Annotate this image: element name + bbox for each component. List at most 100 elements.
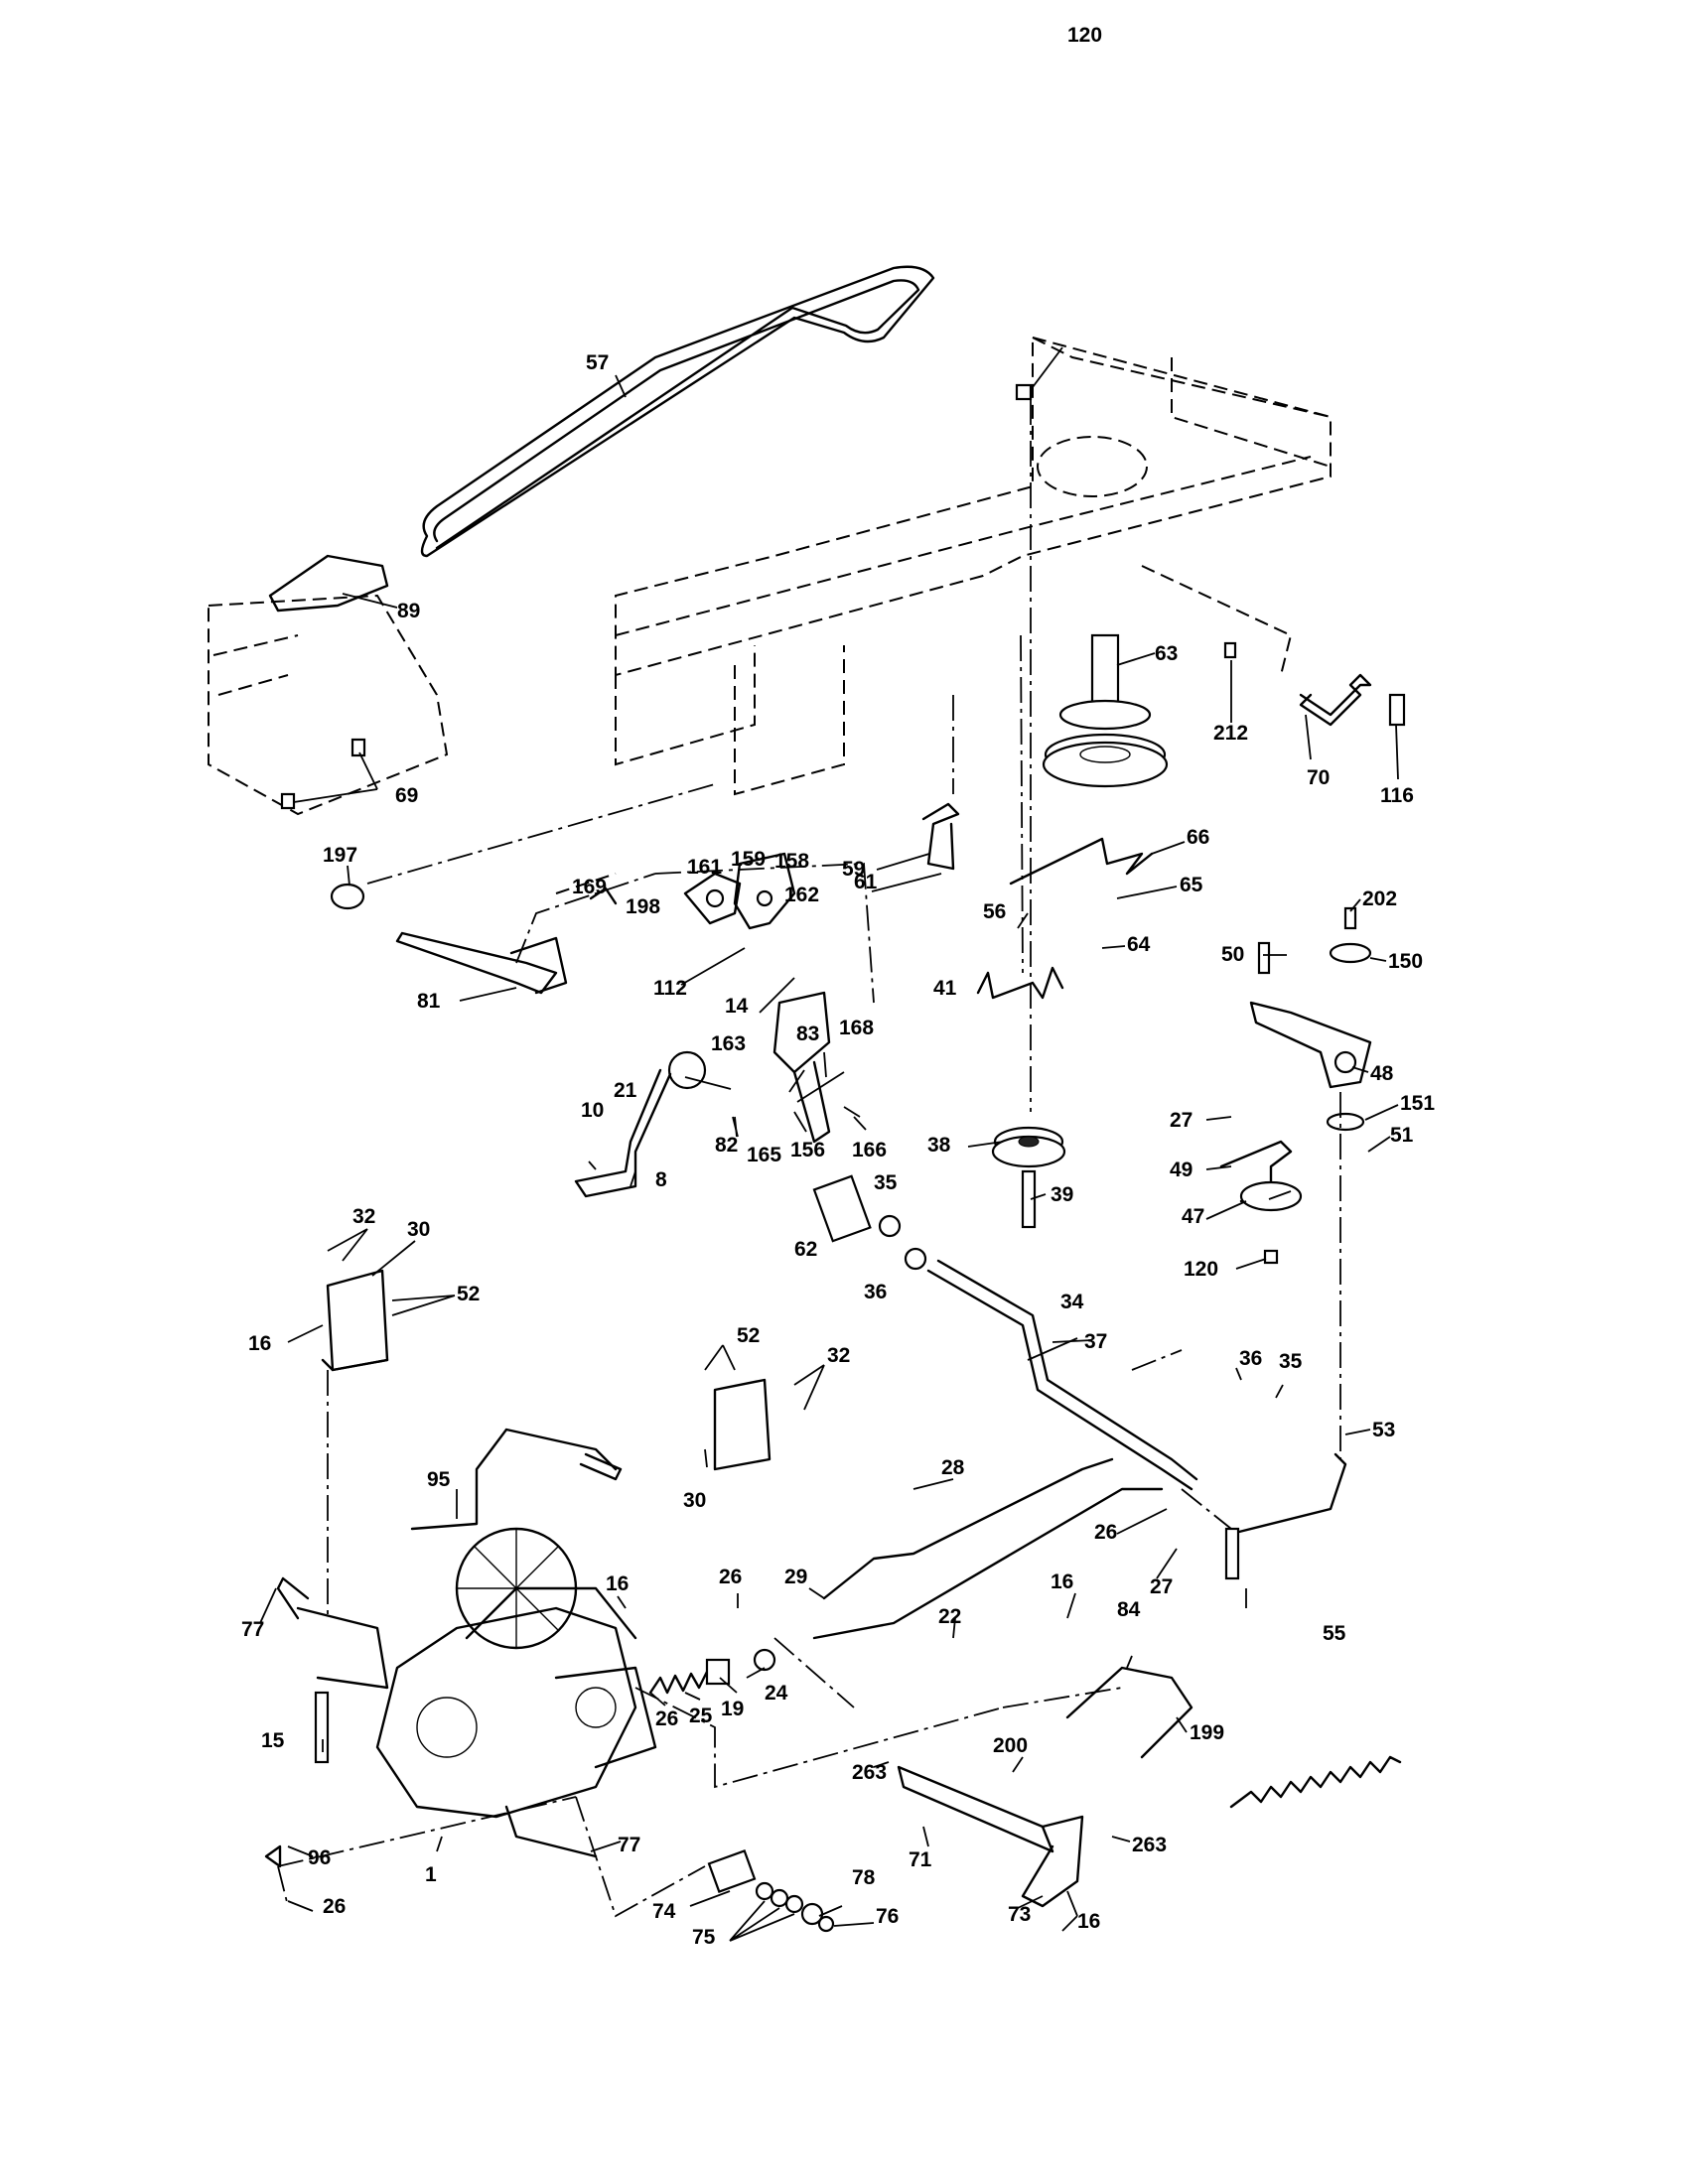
rod-199	[1065, 1666, 1193, 1759]
callout-52: 52	[457, 1283, 480, 1305]
cross-shaft-81	[330, 883, 568, 995]
callout-82: 82	[715, 1134, 738, 1157]
rod-66	[1009, 837, 1154, 886]
fender-outline	[208, 594, 449, 816]
callout-112: 112	[653, 977, 687, 1000]
spring-55	[1229, 1755, 1402, 1809]
washer-75b	[770, 1888, 789, 1908]
callout-39: 39	[1051, 1183, 1073, 1206]
callout-165: 165	[747, 1144, 781, 1166]
rod-28	[822, 1457, 1114, 1600]
callout-53: 53	[1372, 1419, 1395, 1441]
callout-158: 158	[774, 850, 809, 873]
callout-51: 51	[1390, 1124, 1414, 1147]
wire-bracket-70	[1299, 673, 1372, 727]
pulley-spindle	[1042, 633, 1169, 788]
drive-belt	[420, 265, 935, 558]
callout-49: 49	[1170, 1159, 1193, 1181]
idler-pulley-47	[1239, 1180, 1303, 1212]
callout-29: 29	[784, 1566, 807, 1588]
callout-151: 151	[1400, 1092, 1435, 1115]
callout-22: 22	[938, 1605, 961, 1628]
bolt-116	[1388, 693, 1406, 727]
callout-200: 200	[993, 1734, 1028, 1757]
callout-83: 83	[796, 1023, 819, 1045]
nut-24	[753, 1648, 776, 1672]
callout-14: 14	[725, 995, 749, 1018]
callout-48: 48	[1370, 1062, 1394, 1085]
bushing-62	[812, 1174, 872, 1243]
callout-168: 168	[839, 1017, 874, 1039]
bolt-202	[1343, 906, 1357, 930]
callout-56: 56	[983, 900, 1006, 923]
transaxle	[276, 1527, 657, 1858]
callout-16: 16	[1077, 1910, 1100, 1933]
callout-30: 30	[407, 1218, 430, 1241]
callout-52: 52	[737, 1324, 760, 1347]
idler-bracket-48	[1249, 942, 1372, 1132]
bracket-71	[897, 1765, 1054, 1853]
callout-62: 62	[794, 1238, 817, 1261]
callout-8: 8	[655, 1168, 667, 1191]
leader-lines	[259, 346, 1399, 1942]
callout-70: 70	[1307, 766, 1330, 789]
nut-120-top	[1015, 383, 1033, 401]
callout-16: 16	[606, 1572, 629, 1595]
callout-65: 65	[1180, 874, 1203, 896]
callout-35: 35	[874, 1171, 898, 1194]
bolt-69	[280, 738, 366, 810]
rod-95	[410, 1428, 618, 1531]
callout-161: 161	[687, 856, 722, 879]
callout-202: 202	[1362, 887, 1397, 910]
bolt-50	[1257, 941, 1271, 975]
callout-26: 26	[323, 1895, 346, 1918]
callout-78: 78	[852, 1866, 876, 1889]
callout-21: 21	[614, 1079, 637, 1102]
callout-198: 198	[626, 895, 660, 918]
callout-64: 64	[1127, 933, 1151, 956]
callout-36: 36	[1239, 1347, 1262, 1370]
callout-162: 162	[784, 884, 819, 906]
callout-120: 120	[1184, 1258, 1218, 1281]
callout-37: 37	[1084, 1330, 1107, 1353]
callout-15: 15	[261, 1729, 285, 1752]
callout-16: 16	[248, 1332, 271, 1355]
callout-95: 95	[427, 1468, 451, 1491]
callout-74: 74	[652, 1900, 676, 1923]
callout-199: 199	[1190, 1721, 1224, 1744]
callout-labels: 120 57 89 69 63 212 70 116 197 161 159 1…	[241, 24, 1435, 1949]
callout-35: 35	[1279, 1350, 1303, 1373]
nut-120-bottom	[1263, 1249, 1279, 1265]
callout-73: 73	[1008, 1903, 1031, 1926]
callout-1: 1	[425, 1863, 437, 1886]
bolt-212	[1223, 641, 1237, 659]
callout-55: 55	[1323, 1622, 1346, 1645]
callout-26: 26	[1094, 1521, 1117, 1544]
assembly-lines	[277, 399, 1341, 1918]
callout-159: 159	[731, 848, 766, 871]
callout-263: 263	[1132, 1834, 1167, 1856]
callout-116: 116	[1380, 784, 1414, 807]
cover-plate	[268, 554, 389, 613]
callout-163: 163	[711, 1032, 746, 1055]
shift-lever-8	[574, 1050, 707, 1198]
callout-96: 96	[308, 1846, 331, 1869]
callout-77: 77	[618, 1834, 640, 1856]
callout-69: 69	[395, 784, 418, 807]
washer-36-upper	[904, 1247, 927, 1271]
callout-24: 24	[765, 1682, 788, 1705]
callout-66: 66	[1187, 826, 1209, 849]
callout-61: 61	[854, 871, 878, 893]
callout-75: 75	[692, 1926, 716, 1949]
callout-212: 212	[1213, 722, 1248, 745]
rod-53	[1229, 1452, 1347, 1536]
clip-76	[817, 1915, 835, 1933]
pedal-bracket	[772, 991, 831, 1144]
wire-59	[921, 802, 960, 871]
callout-81: 81	[417, 990, 441, 1013]
callout-156: 156	[790, 1139, 825, 1161]
callout-10: 10	[581, 1099, 604, 1122]
pulley-38	[991, 1126, 1066, 1168]
callout-169: 169	[572, 876, 607, 898]
callout-84: 84	[1117, 1598, 1141, 1621]
